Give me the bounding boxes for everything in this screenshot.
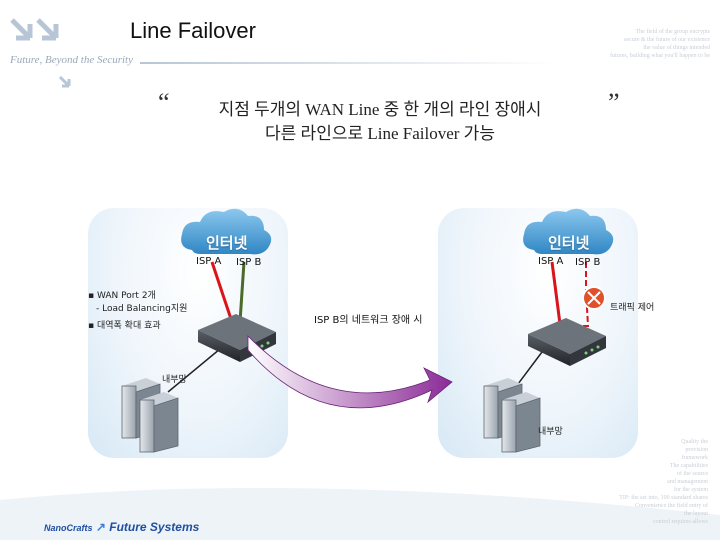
- header-divider: [140, 62, 560, 64]
- footer-swoosh: [0, 488, 720, 540]
- small-arrow-icon: [58, 74, 72, 93]
- footer-logo-left: NanoCrafts: [44, 523, 93, 533]
- left-cloud-icon: [181, 208, 272, 255]
- footer-logo: NanoCrafts ↗ Future Systems: [44, 520, 199, 534]
- headline-line1: 지점 두개의 WAN Line 중 한 개의 라인 장애시: [218, 100, 542, 119]
- decorative-text-right: Quality the provision framework The capa…: [619, 439, 708, 525]
- left-servers-icon: [121, 378, 179, 453]
- logo-arrows-icon: [8, 14, 68, 50]
- left-lan-label: 내부망: [162, 375, 187, 385]
- headline-line2: 다른 라인으로 Line Failover 가능: [265, 124, 495, 143]
- footer-logo-right: Future Systems: [109, 520, 200, 534]
- right-lan-label: 내부망: [538, 427, 563, 437]
- open-quote: “: [158, 88, 170, 117]
- right-cloud-label: 인터넷: [548, 234, 590, 252]
- right-isp-a-label: ISP A: [538, 256, 564, 267]
- close-quote: ”: [608, 88, 620, 117]
- left-links: [167, 261, 246, 393]
- right-isp-b-label: ISP B: [575, 257, 601, 268]
- traffic-blocked-icon: [582, 286, 606, 310]
- traffic-control-label: 트래픽 제어: [610, 303, 655, 313]
- headline: 지점 두개의 WAN Line 중 한 개의 라인 장애시 다른 라인으로 Li…: [200, 98, 560, 146]
- right-router-icon: [528, 318, 606, 366]
- left-cloud-label: 인터넷: [206, 234, 248, 252]
- decorative-text-top: The field of the group encrypts secure &…: [610, 29, 710, 59]
- left-bullet-bandwidth: ▪ 대역폭 확대 효과: [88, 321, 161, 331]
- left-isp-a-label: ISP A: [196, 256, 222, 267]
- right-servers-icon: [483, 378, 541, 453]
- left-bullet-wan-ports: ▪ WAN Port 2개 - Load Balancing지원: [88, 291, 188, 314]
- failure-event-label: ISP B의 네트워크 장애 시: [314, 315, 423, 326]
- right-cloud-icon: [523, 208, 614, 255]
- failover-arrow-icon: [247, 335, 453, 409]
- page-title: Line Failover: [130, 18, 256, 43]
- footer-logo-separator-icon: ↗: [95, 520, 106, 534]
- left-isp-b-label: ISP B: [236, 257, 262, 268]
- tagline: Future, Beyond the Security: [10, 54, 133, 66]
